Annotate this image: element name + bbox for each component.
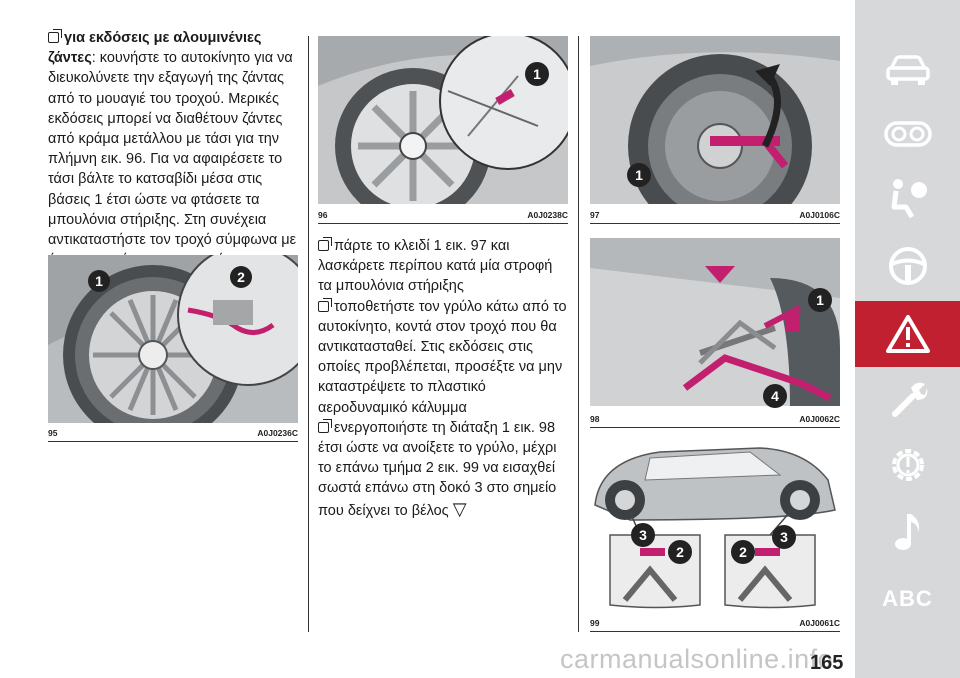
fig99-number: 99 xyxy=(590,618,600,628)
fig97-rule xyxy=(590,223,840,224)
fig97-caption: 97 A0J0106C xyxy=(590,210,840,222)
middle-item-2-text: τοποθετήστε τον γρύλο κάτω από το αυτοκί… xyxy=(318,298,567,416)
fig98-code: A0J0062C xyxy=(799,414,840,424)
bullet-checkbox-icon xyxy=(48,29,62,43)
figure-97-image xyxy=(590,36,840,204)
sidebar-item-car[interactable] xyxy=(855,37,960,103)
fig96-caption: 96 A0J0238C xyxy=(318,210,568,222)
fig97-code: A0J0106C xyxy=(799,210,840,220)
arrow-triangle-icon: ▽ xyxy=(452,498,467,519)
fig95-callout-1: 1 xyxy=(88,270,110,292)
fig99-callout-2-right: 2 xyxy=(731,540,755,564)
middle-item-3-text: ενεργοποιήστε τη διάταξη 1 εικ. 98 έτσι … xyxy=(318,419,557,519)
chapter-sidebar: ABC xyxy=(855,0,960,678)
fig97-callout-1: 1 xyxy=(627,163,651,187)
fig96-rule xyxy=(318,223,568,224)
steering-wheel-icon xyxy=(888,247,927,285)
fig99-code: A0J0061C xyxy=(799,618,840,628)
middle-list-item-3: ενεργοποιήστε τη διάταξη 1 εικ. 98 έτσι … xyxy=(318,418,570,521)
sidebar-item-index[interactable]: ABC xyxy=(855,566,960,632)
dashboard-gauges-icon xyxy=(883,121,932,147)
middle-item-1-text: πάρτε το κλειδί 1 εικ. 97 και λασκάρετε … xyxy=(318,238,553,295)
wrench-icon xyxy=(891,382,927,417)
airbag-seat-person-icon xyxy=(891,179,927,219)
fig95-caption: 95 A0J0236C xyxy=(48,428,298,440)
fig95-callout-2: 2 xyxy=(230,266,252,288)
fig98-callout-1: 1 xyxy=(808,288,832,312)
fig99-rule xyxy=(590,631,840,632)
sidebar-item-driving[interactable] xyxy=(855,233,960,299)
fig98-number: 98 xyxy=(590,414,600,424)
heading-bold: για εκδόσεις με αλουμινένιες ζάντες xyxy=(48,30,262,67)
sidebar-item-safety[interactable] xyxy=(855,165,960,231)
fig96-callout-1: 1 xyxy=(525,62,549,86)
fig98-rule xyxy=(590,427,840,428)
fig96-number: 96 xyxy=(318,210,328,220)
fig95-rule xyxy=(48,441,298,442)
sidebar-item-technical-data[interactable] xyxy=(855,432,960,498)
figure-95-image xyxy=(48,255,298,423)
figure-96-image xyxy=(318,36,568,204)
sidebar-abc-label: ABC xyxy=(882,586,933,611)
watermark: carmanualsonline.info xyxy=(560,644,834,674)
bullet-checkbox-icon xyxy=(318,237,332,251)
music-note-icon xyxy=(894,514,919,550)
sidebar-item-maintenance[interactable] xyxy=(855,366,960,432)
left-paragraph: για εκδόσεις με αλουμινένιες ζάντες: κου… xyxy=(48,28,298,291)
settings-gear-icon xyxy=(891,449,924,481)
fig99-callout-3-right: 3 xyxy=(772,525,796,549)
middle-list: πάρτε το κλειδί 1 εικ. 97 και λασκάρετε … xyxy=(318,236,570,521)
heading-body: : κουνήστε το αυτοκίνητο για να διευκολύ… xyxy=(48,50,297,288)
bullet-checkbox-icon xyxy=(318,418,332,433)
column-divider-left xyxy=(308,36,309,632)
car-icon xyxy=(885,55,930,85)
fig96-code: A0J0238C xyxy=(527,210,568,220)
page-number: 165 xyxy=(810,652,844,674)
fig99-callout-3-left: 3 xyxy=(631,523,655,547)
fig95-number: 95 xyxy=(48,428,58,438)
sidebar-item-multimedia[interactable] xyxy=(855,498,960,564)
bullet-checkbox-icon xyxy=(318,297,332,312)
fig99-caption: 99 A0J0061C xyxy=(590,618,840,630)
fig98-caption: 98 A0J0062C xyxy=(590,414,840,426)
sidebar-item-dashboard[interactable] xyxy=(855,101,960,167)
middle-list-item-1: πάρτε το κλειδί 1 εικ. 97 και λασκάρετε … xyxy=(318,236,570,297)
fig97-number: 97 xyxy=(590,210,600,220)
column-divider-right xyxy=(578,36,579,632)
warning-triangle-icon xyxy=(885,315,930,353)
sidebar-item-emergency[interactable] xyxy=(855,301,960,367)
figure-99-image xyxy=(590,440,840,612)
middle-list-item-2: τοποθετήστε τον γρύλο κάτω από το αυτοκί… xyxy=(318,297,570,418)
fig98-callout-4: 4 xyxy=(763,384,787,408)
fig95-code: A0J0236C xyxy=(257,428,298,438)
fig99-callout-2-left: 2 xyxy=(668,540,692,564)
figure-98-image xyxy=(590,238,840,406)
